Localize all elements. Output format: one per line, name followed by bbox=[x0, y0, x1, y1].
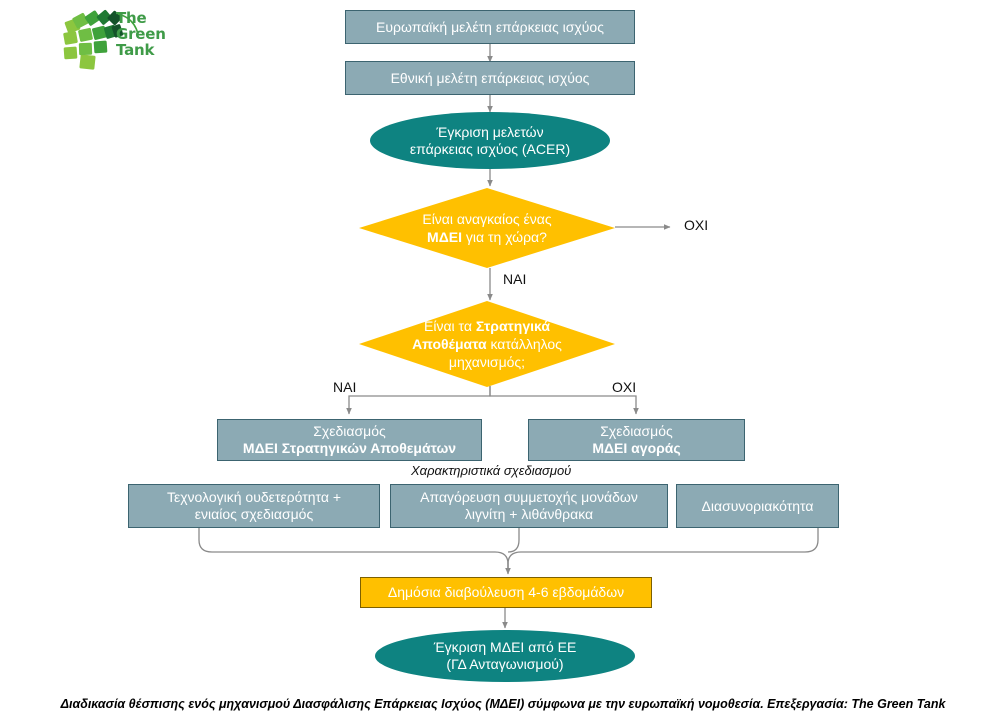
features-caption: Χαρακτηριστικά σχεδιασμού bbox=[411, 463, 572, 478]
node-acer-approval-line-2: επάρκειας ισχύος (ACER) bbox=[409, 140, 571, 157]
node-feature-1-line-2: ενιαίος σχεδιασμός bbox=[194, 506, 314, 522]
node-design-market-line-1: Σχεδιασμός bbox=[600, 423, 673, 439]
node-eu-approval-line-2: (ΓΔ Ανταγωνισμού) bbox=[446, 656, 564, 672]
edge-label-no-top: OXI bbox=[684, 217, 709, 233]
edge-label-yes-left: NAI bbox=[333, 379, 357, 395]
node-eu-approval[interactable]: Έγκριση ΜΔΕΙ από ΕΕ (ΓΔ Ανταγωνισμού) bbox=[375, 630, 635, 682]
node-eu-study-label: Ευρωπαϊκή μελέτη επάρκειας ισχύος bbox=[376, 18, 604, 35]
diamond-shape-need bbox=[359, 188, 615, 268]
node-feature-1-line-1: Τεχνολογική ουδετερότητα + bbox=[166, 489, 342, 505]
edge-reserves-yes bbox=[346, 386, 491, 415]
node-feature-3-label: Διασυνοριακότητα bbox=[701, 497, 814, 514]
node-eu-study[interactable]: Ευρωπαϊκή μελέτη επάρκειας ισχύος bbox=[345, 10, 635, 44]
node-decision-need[interactable]: Είναι αναγκαίος ένας ΜΔΕΙ για τη χώρα? bbox=[358, 187, 616, 269]
node-design-reserves-line-1: Σχεδιασμός bbox=[313, 423, 386, 439]
node-design-reserves-line-2: ΜΔΕΙ Στρατηγικών Αποθεμάτων bbox=[242, 440, 457, 456]
node-feature-2[interactable]: Απαγόρευση συμμετοχής μονάδων λιγνίτη + … bbox=[390, 484, 668, 528]
node-acer-approval[interactable]: Έγκριση μελετών επάρκειας ισχύος (ACER) bbox=[370, 112, 610, 169]
logo-line-3: Tank bbox=[116, 41, 155, 59]
diamond-shape-reserves bbox=[359, 301, 615, 387]
node-feature-1[interactable]: Τεχνολογική ουδετερότητα + ενιαίος σχεδι… bbox=[128, 484, 380, 528]
node-consultation-label: Δημόσια διαβούλευση 4-6 εβδομάδων bbox=[387, 584, 625, 600]
edge-label-no-right: OXI bbox=[612, 379, 637, 395]
logo-wordmark: The Green Tank bbox=[116, 10, 176, 58]
logo-line-1: The bbox=[116, 9, 147, 27]
node-feature-3[interactable]: Διασυνοριακότητα bbox=[676, 484, 839, 528]
node-feature-2-line-2: λιγνίτη + λιθάνθρακα bbox=[464, 506, 594, 522]
node-design-reserves[interactable]: Σχεδιασμός ΜΔΕΙ Στρατηγικών Αποθεμάτων bbox=[217, 419, 482, 461]
edge-feature-2-to-consultation bbox=[507, 528, 520, 553]
logo-line-2: Green bbox=[116, 25, 166, 43]
logo-mark-icon bbox=[63, 9, 139, 70]
node-feature-2-line-1: Απαγόρευση συμμετοχής μονάδων bbox=[420, 489, 638, 505]
node-acer-approval-line-1: Έγκριση μελετών bbox=[436, 123, 544, 140]
node-national-study-label: Εθνική μελέτη επάρκειας ισχύος bbox=[390, 69, 590, 86]
node-consultation[interactable]: Δημόσια διαβούλευση 4-6 εβδομάδων bbox=[360, 577, 652, 608]
edge-feature-3-to-consultation bbox=[507, 528, 819, 572]
node-eu-approval-line-1: Έγκριση ΜΔΕΙ από ΕΕ bbox=[433, 639, 577, 655]
node-national-study[interactable]: Εθνική μελέτη επάρκειας ισχύος bbox=[345, 61, 635, 95]
footer-caption: Διαδικασία θέσπισης ενός μηχανισμού Διασ… bbox=[60, 697, 946, 711]
edge-feature-1-to-consultation bbox=[198, 528, 509, 572]
node-design-market-line-2: ΜΔΕΙ αγοράς bbox=[592, 440, 681, 456]
node-design-market[interactable]: Σχεδιασμός ΜΔΕΙ αγοράς bbox=[528, 419, 745, 461]
the-green-tank-logo: The Green Tank bbox=[60, 6, 170, 76]
edge-label-yes-top: NAI bbox=[503, 271, 527, 287]
node-decision-reserves[interactable]: Είναι τα Στρατηγικά Αποθέματα κατάλληλος… bbox=[358, 300, 616, 388]
